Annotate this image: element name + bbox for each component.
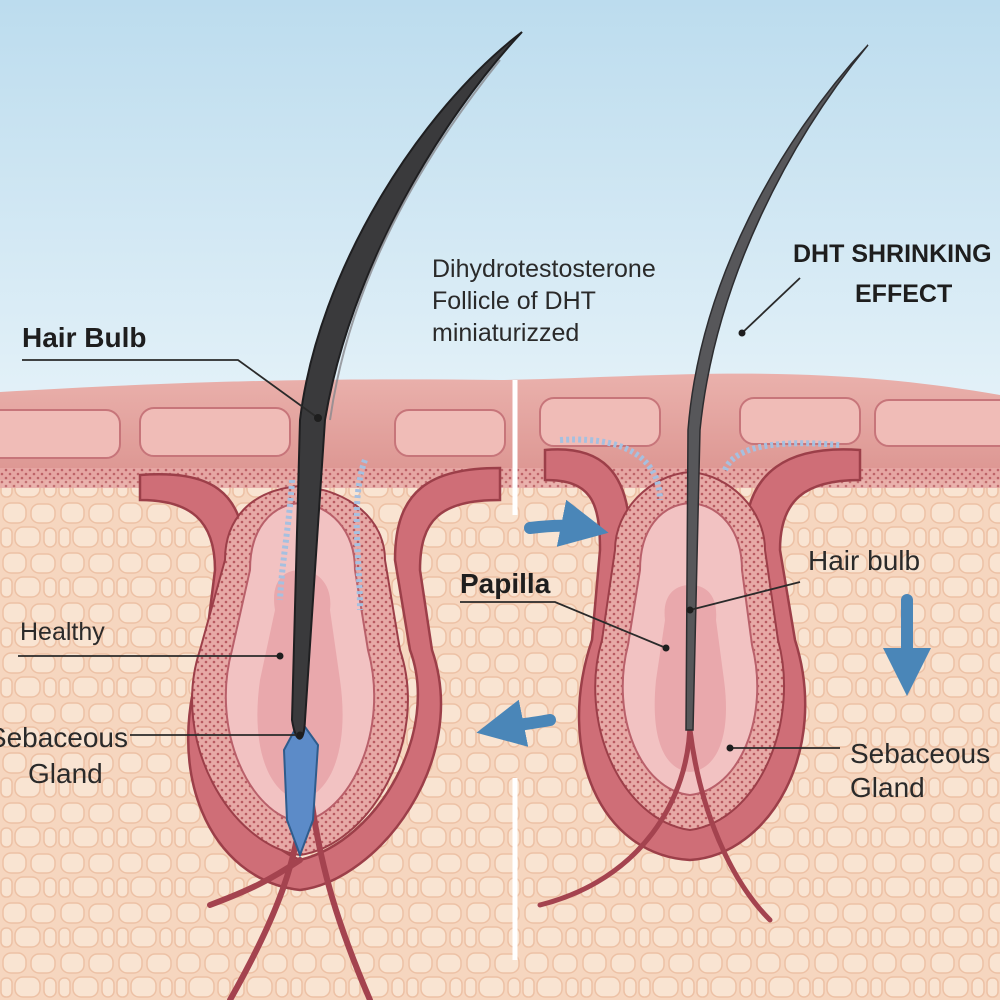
sebaceous-right-line1: Sebaceous [850, 738, 990, 770]
sebaceous-left-line1: Sebaceous [0, 722, 128, 754]
healthy-label: Healthy [20, 618, 105, 647]
sebaceous-left-line2: Gland [28, 758, 103, 790]
center-caption-line1: Dihydrotestosterone [432, 255, 656, 284]
hair-bulb-left-label: Hair Bulb [22, 322, 146, 354]
sebaceous-right-line2: Gland [850, 772, 925, 804]
dermis-tissue [0, 440, 1000, 1000]
center-caption-line2: Follicle of DHT [432, 287, 596, 316]
dht-effect-line1: DHT SHRINKING [793, 240, 992, 269]
hair-bulb-right-label: Hair bulb [808, 545, 920, 577]
center-caption-line3: miniaturizzed [432, 319, 579, 348]
papilla-label: Papilla [460, 568, 550, 600]
dht-effect-line2: EFFECT [855, 280, 952, 309]
